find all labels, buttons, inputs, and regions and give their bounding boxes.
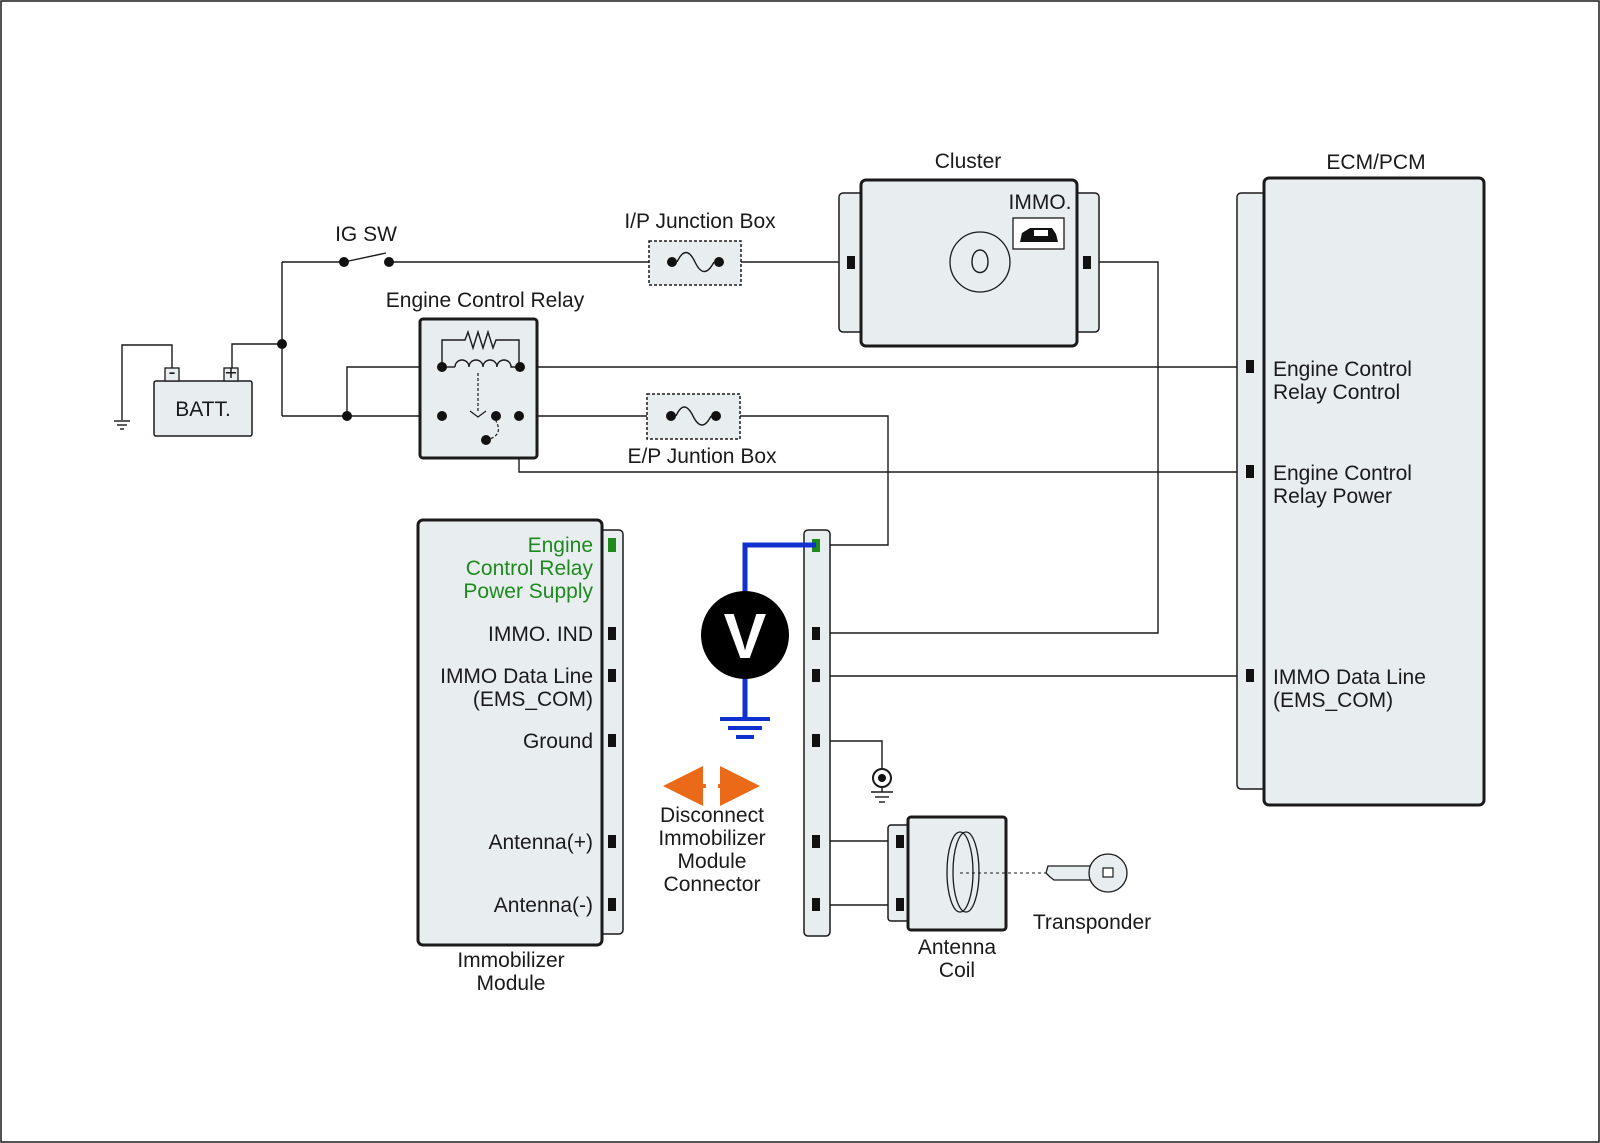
battery: - + BATT. xyxy=(153,361,253,437)
ecm-relay-control-label-2: Relay Control xyxy=(1273,381,1400,404)
supply-pin xyxy=(608,538,616,552)
ecm-pcm: ECM/PCM Engine Control Relay Control Eng… xyxy=(1236,151,1486,807)
cluster-immo-label: IMMO. xyxy=(1009,191,1072,214)
supply-label-2: Control Relay xyxy=(466,557,594,580)
relay-label: Engine Control Relay xyxy=(386,289,585,312)
battery-minus-label: - xyxy=(169,361,176,384)
antenna-plus-label: Antenna(+) xyxy=(489,831,594,854)
voltmeter: V xyxy=(701,542,816,739)
disconnect-label-3: Module xyxy=(678,850,747,873)
immo-data-label-1: IMMO Data Line xyxy=(440,665,593,688)
ignition-switch: IG SW xyxy=(335,223,397,267)
engine-control-relay: Engine Control Relay xyxy=(386,289,585,460)
ig-sw-label: IG SW xyxy=(335,223,397,246)
ep-junction-label: E/P Juntion Box xyxy=(627,445,777,468)
ground-label: Ground xyxy=(523,730,593,753)
battery-label: BATT. xyxy=(175,398,231,421)
transponder-label: Transponder xyxy=(1033,911,1151,934)
ip-junction-label: I/P Junction Box xyxy=(624,210,776,233)
harness-connector xyxy=(803,529,831,937)
cluster: Cluster IMMO. xyxy=(838,150,1100,348)
antenna-coil-label-1: Antenna xyxy=(918,936,997,959)
disconnect-label-1: Disconnect xyxy=(660,804,764,827)
ecm-relay-power-label-1: Engine Control xyxy=(1273,462,1412,485)
transponder-key-icon: Transponder xyxy=(1033,853,1151,934)
ecm-label: ECM/PCM xyxy=(1326,151,1425,174)
chassis-ground-icon xyxy=(871,768,893,803)
disconnect-label-4: Connector xyxy=(664,873,761,896)
immo-ind-label: IMMO. IND xyxy=(488,623,593,646)
antenna-coil: Antenna Coil xyxy=(887,815,1048,982)
supply-label-3: Power Supply xyxy=(463,580,593,603)
ep-junction-box: E/P Juntion Box xyxy=(627,393,777,468)
wires xyxy=(114,252,1248,906)
ecm-data-line-label-1: IMMO Data Line xyxy=(1273,666,1426,689)
voltmeter-label: V xyxy=(724,600,767,672)
antenna-coil-label-2: Coil xyxy=(939,959,975,982)
immo-module-label-2: Module xyxy=(477,972,546,995)
cluster-label: Cluster xyxy=(935,150,1002,173)
disconnect-indicator: Disconnect Immobilizer Module Connector xyxy=(658,766,766,896)
immobilizer-module: Engine Control Relay Power Supply IMMO. … xyxy=(416,518,624,995)
supply-label-1: Engine xyxy=(528,534,593,557)
voltmeter-icon xyxy=(701,591,789,679)
ecm-data-line-label-2: (EMS_COM) xyxy=(1273,689,1393,712)
battery-plus-label: + xyxy=(225,362,237,385)
ecm-relay-control-label-1: Engine Control xyxy=(1273,358,1412,381)
ecm-relay-power-label-2: Relay Power xyxy=(1273,485,1392,508)
disconnect-label-2: Immobilizer xyxy=(658,827,765,850)
ip-junction-box: I/P Junction Box xyxy=(624,210,776,286)
immo-module-label-1: Immobilizer xyxy=(457,949,564,972)
antenna-minus-label: Antenna(-) xyxy=(494,894,593,917)
immo-data-label-2: (EMS_COM) xyxy=(473,688,593,711)
